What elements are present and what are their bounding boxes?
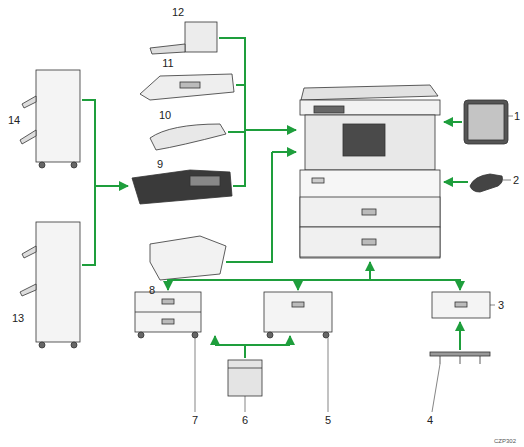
panel-mount bbox=[314, 106, 344, 113]
caster-table bbox=[430, 352, 490, 356]
paper-drawer bbox=[300, 197, 440, 227]
caster bbox=[39, 342, 45, 348]
callout-number: 11 bbox=[162, 58, 173, 69]
caster bbox=[323, 332, 329, 338]
tray bbox=[20, 96, 36, 144]
drawer-handle bbox=[455, 302, 467, 307]
drawer-handle bbox=[162, 319, 174, 324]
tray bbox=[150, 44, 185, 54]
paper-tray-unit bbox=[135, 292, 201, 332]
drawer-handle bbox=[362, 209, 376, 215]
drawer-handle bbox=[362, 239, 376, 245]
paper-drawer bbox=[300, 227, 440, 257]
caster bbox=[267, 332, 273, 338]
figure-code: CZP302 bbox=[494, 438, 516, 444]
callout-number: 3 bbox=[498, 300, 504, 311]
callout-number: 1 bbox=[514, 111, 520, 122]
finisher-unit bbox=[185, 22, 217, 52]
callout-number: 2 bbox=[513, 175, 519, 186]
tray bbox=[20, 246, 36, 296]
caster bbox=[39, 162, 45, 168]
caster bbox=[71, 342, 77, 348]
large-capacity-tray bbox=[264, 292, 332, 332]
callout-number: 8 bbox=[149, 285, 155, 296]
booklet-finisher bbox=[36, 70, 80, 162]
bridge-unit bbox=[140, 74, 234, 100]
panel-screen bbox=[468, 104, 504, 140]
leader-lines bbox=[195, 116, 513, 412]
callout-number: 10 bbox=[159, 110, 171, 121]
callout-number: 13 bbox=[12, 313, 24, 324]
caster bbox=[71, 162, 77, 168]
output-space bbox=[305, 115, 435, 170]
slot bbox=[180, 82, 200, 88]
callout-number: 14 bbox=[8, 115, 20, 126]
output-tray bbox=[150, 236, 226, 280]
finisher bbox=[36, 222, 80, 342]
slot bbox=[190, 176, 220, 186]
callout-number: 5 bbox=[325, 415, 331, 426]
callout-number: 12 bbox=[172, 7, 184, 18]
drawer-handle bbox=[292, 302, 304, 307]
inner-tray bbox=[343, 124, 385, 156]
callout-number: 6 bbox=[242, 415, 248, 426]
callout-number: 4 bbox=[427, 415, 433, 426]
caster bbox=[192, 332, 198, 338]
scanner bbox=[300, 100, 440, 115]
card-reader bbox=[470, 174, 503, 192]
control-panel bbox=[464, 100, 508, 144]
logo-plate bbox=[312, 178, 324, 183]
heater bbox=[228, 360, 262, 396]
machine-body bbox=[300, 170, 440, 258]
paper-feed-unit bbox=[432, 292, 490, 318]
shift-tray bbox=[132, 170, 232, 204]
document-feeder bbox=[301, 85, 438, 100]
callout-number: 7 bbox=[192, 415, 198, 426]
caster bbox=[138, 332, 144, 338]
callout-number: 9 bbox=[157, 159, 163, 170]
drawer-handle bbox=[162, 299, 174, 304]
connection-arrows bbox=[82, 38, 468, 358]
internal-tray bbox=[150, 124, 226, 150]
